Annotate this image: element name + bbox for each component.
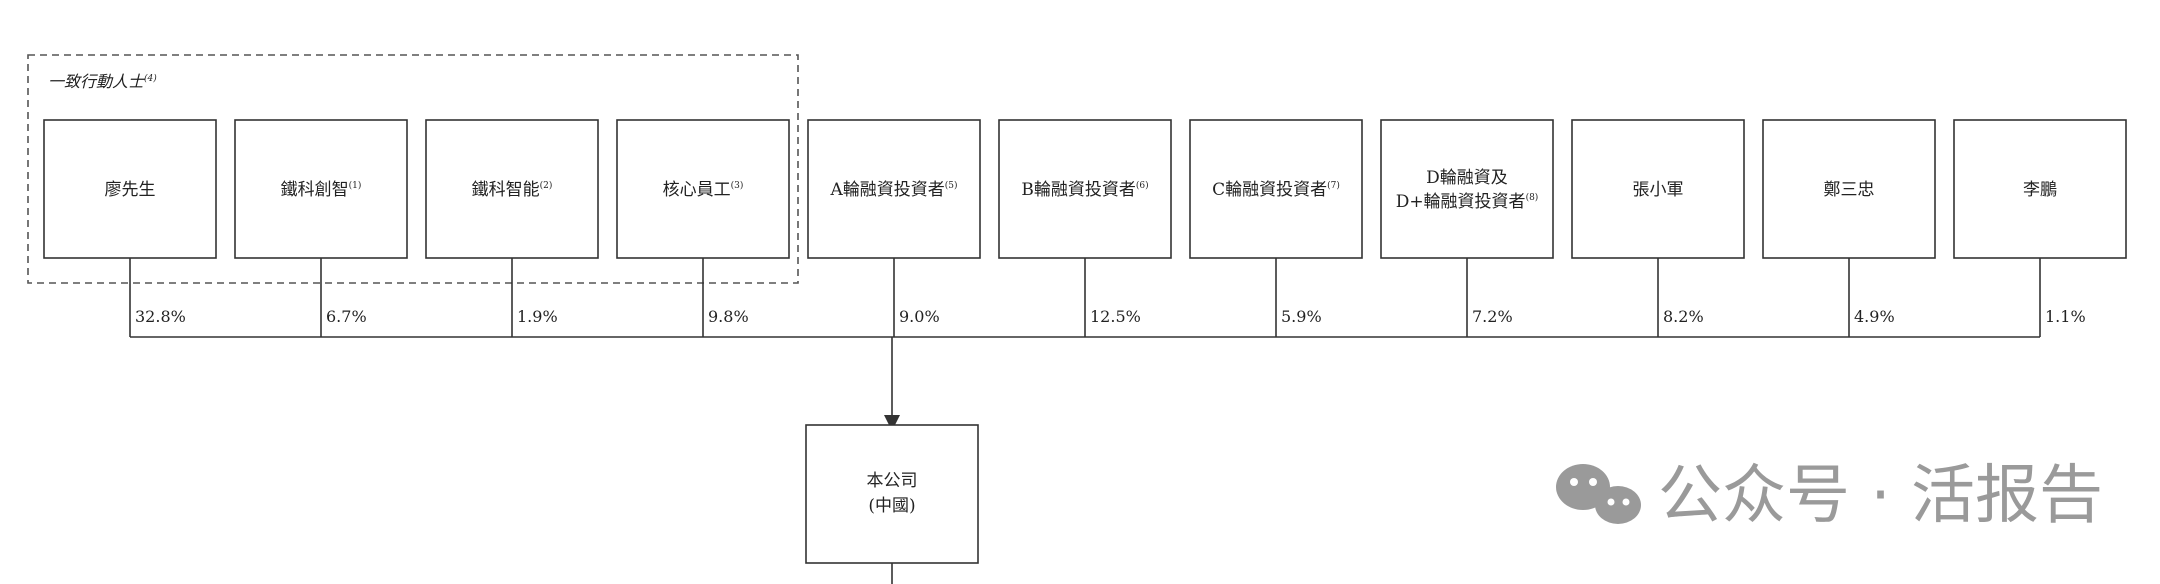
group-label: 一致行動人士(4) xyxy=(48,72,157,91)
shareholder-name: A輪融資投資者(5) xyxy=(829,180,957,200)
company-name: 本公司 xyxy=(867,471,918,491)
shareholder-box: 廖先生 xyxy=(43,119,217,259)
wechat-icon xyxy=(1556,464,1641,524)
ownership-percentage: 8.2% xyxy=(1663,307,1704,326)
watermark: 公众号 · 活报告 xyxy=(1556,459,2103,533)
ownership-percentage: 1.1% xyxy=(2045,307,2086,326)
shareholder-name: 鐵科智能(2) xyxy=(472,180,553,200)
shareholder-box: 李鵬 xyxy=(1953,119,2127,259)
shareholder-box: B輪融資投資者(6) xyxy=(998,119,1172,259)
shareholder-name: 張小軍 xyxy=(1633,180,1684,200)
shareholder-name: 鄭三忠 xyxy=(1824,180,1875,200)
ownership-percentage: 12.5% xyxy=(1090,307,1141,326)
company-box: 本公司 (中國) xyxy=(805,424,979,564)
ownership-percentage: 6.7% xyxy=(326,307,367,326)
shareholder-box: 鐵科創智(1) xyxy=(234,119,408,259)
ownership-percentage: 1.9% xyxy=(517,307,558,326)
shareholder-box: 張小軍 xyxy=(1571,119,1745,259)
shareholder-box: 核心員工(3) xyxy=(616,119,790,259)
shareholder-box: C輪融資投資者(7) xyxy=(1189,119,1363,259)
ownership-percentage: 9.0% xyxy=(899,307,940,326)
shareholder-name: 鐵科創智(1) xyxy=(281,180,362,200)
ownership-percentage: 7.2% xyxy=(1472,307,1513,326)
watermark-text: 公众号 · 活报告 xyxy=(1658,459,2103,533)
shareholder-name: 李鵬 xyxy=(2023,180,2057,200)
ownership-percentage: 32.8% xyxy=(135,307,186,326)
shareholder-box: 鄭三忠 xyxy=(1762,119,1936,259)
shareholder-name: D+輪融資投資者(8) xyxy=(1396,192,1539,212)
shareholder-name: D輪融資及 xyxy=(1426,168,1508,188)
shareholder-box: D輪融資及 D+輪融資投資者(8) xyxy=(1380,119,1554,259)
ownership-percentage: 5.9% xyxy=(1281,307,1322,326)
shareholder-name: 核心員工(3) xyxy=(663,180,744,200)
shareholder-name: B輪融資投資者(6) xyxy=(1021,180,1148,200)
group-label-note: (4) xyxy=(144,73,157,84)
ownership-percentage: 4.9% xyxy=(1854,307,1895,326)
shareholder-box: 鐵科智能(2) xyxy=(425,119,599,259)
concert-parties-group-outline xyxy=(27,54,799,284)
shareholder-name: C輪融資投資者(7) xyxy=(1212,180,1340,200)
shareholder-box: A輪融資投資者(5) xyxy=(807,119,981,259)
ownership-percentage: 9.8% xyxy=(708,307,749,326)
group-label-text: 一致行動人士 xyxy=(48,72,146,91)
company-jurisdiction: (中國) xyxy=(868,496,915,516)
shareholder-name: 廖先生 xyxy=(105,180,156,200)
